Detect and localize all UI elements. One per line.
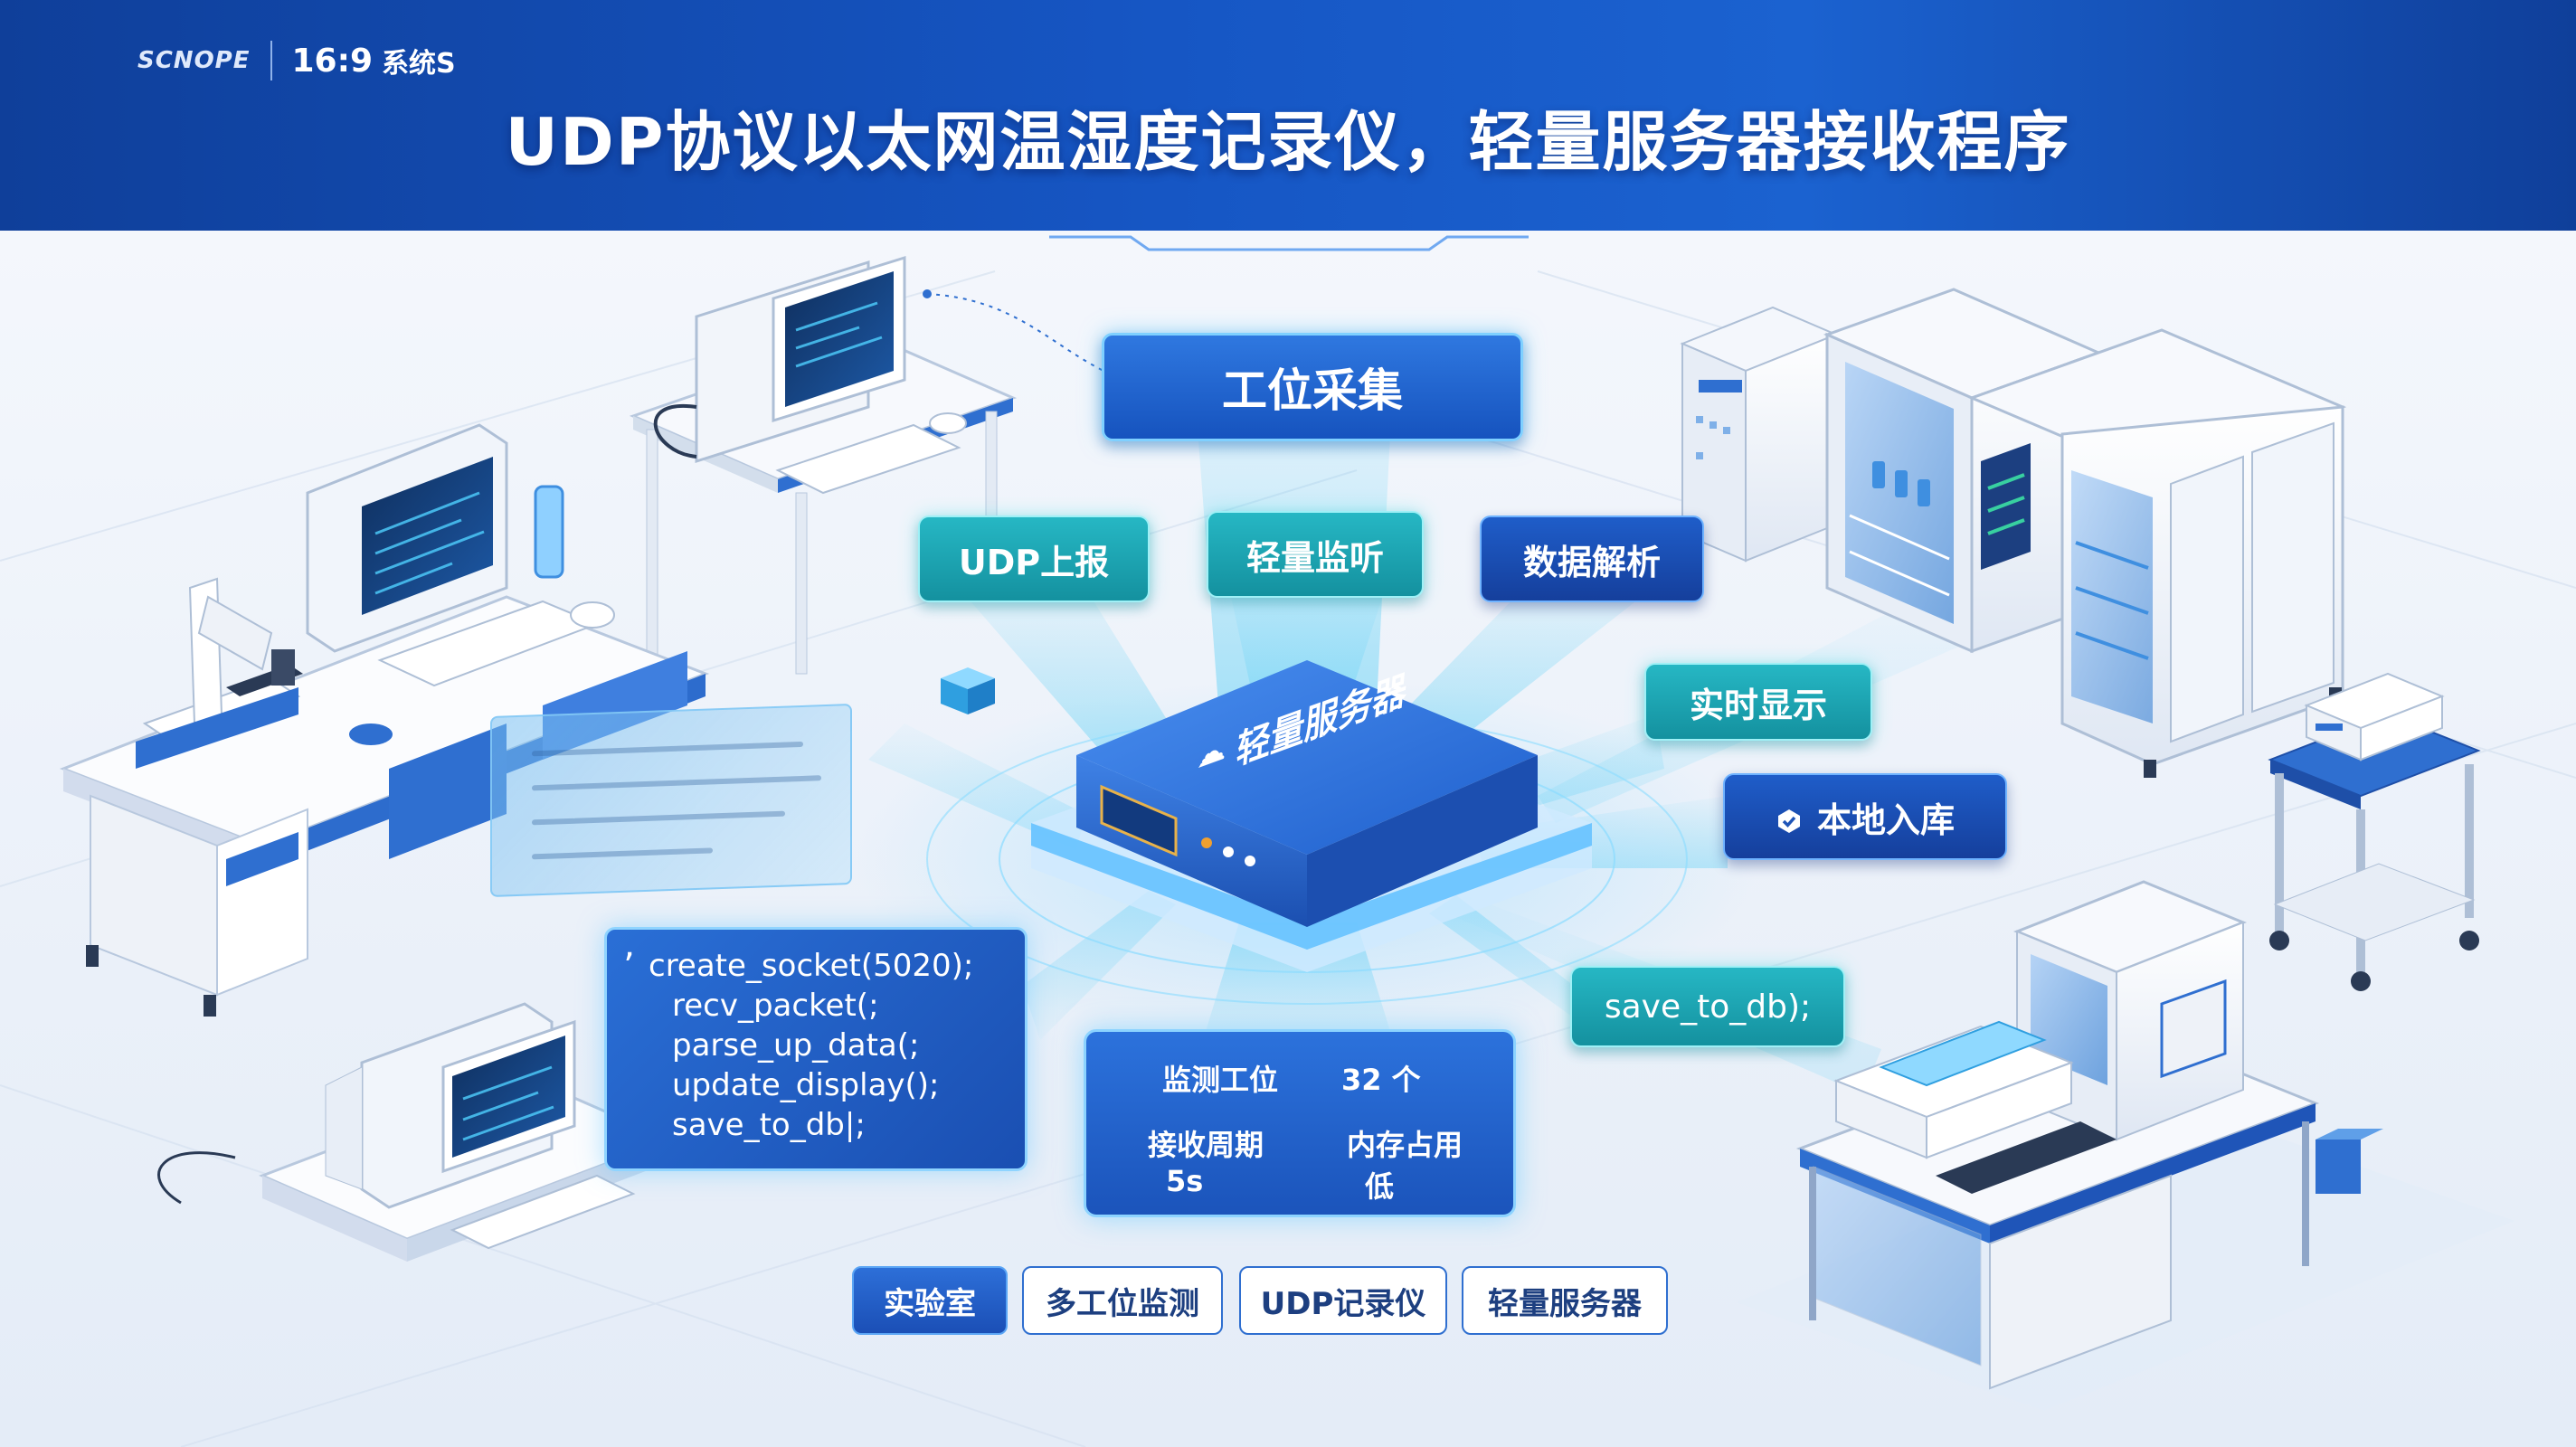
brand-mark-text: 系统S [382, 48, 456, 80]
brand-logo: SCNOPE 16:9 系统S [63, 38, 456, 83]
stat-stations-value: 32 个 [1341, 1063, 1421, 1097]
label-light-listen-text: 轻量监听 [1245, 537, 1384, 578]
label-data-parse-text: 数据解析 [1522, 542, 1661, 582]
label-udp-report-text: UDP上报 [958, 542, 1110, 582]
ghost-code-panel [490, 704, 852, 897]
ghost-line [532, 775, 821, 791]
label-light-listen: 轻量监听 [1207, 511, 1424, 598]
stat-memory-label: 内存占用 [1347, 1128, 1463, 1162]
desk-bottom-left [157, 1002, 673, 1262]
label-save-call: save_to_db); [1570, 966, 1845, 1047]
stat-memory-value: 低 [1365, 1169, 1395, 1204]
cabinets-right [1680, 288, 2347, 1153]
label-realtime-display-text: 实时显示 [1689, 685, 1827, 725]
database-check-icon [1776, 803, 1803, 833]
label-udp-report: UDP上报 [918, 515, 1150, 602]
logo-divider [270, 41, 272, 80]
code-quote-mark: ’ [623, 946, 635, 988]
header-banner [0, 0, 2576, 231]
ghost-line [532, 810, 785, 826]
code-panel: ’ create_socket(5020); recv_packet(; par… [604, 927, 1028, 1171]
code-line: save_to_db|; [672, 1107, 866, 1143]
ghost-line [532, 847, 713, 860]
code-line: update_display(); [672, 1067, 940, 1103]
label-data-parse: 数据解析 [1480, 515, 1704, 602]
code-line: parse_up_data(; [672, 1027, 920, 1064]
label-local-store-text: 本地入库 [1816, 799, 1955, 840]
label-collect-text: 工位采集 [1222, 364, 1403, 417]
code-line: recv_packet(; [672, 988, 879, 1024]
stats-panel: 监测工位 32 个 接收周期 5s 内存占用 低 [1084, 1029, 1516, 1217]
label-realtime-display: 实时显示 [1644, 663, 1872, 741]
cart-right [2268, 672, 2481, 991]
brand-name: SCNOPE [137, 47, 251, 74]
code-line: create_socket(5020); [649, 948, 974, 984]
tag-lab[interactable]: 实验室 [852, 1266, 1008, 1335]
tag-multi-station[interactable]: 多工位监测 [1022, 1266, 1223, 1335]
stat-period-value: 5s [1166, 1164, 1204, 1198]
hub-cloud-icon: ☁ [1192, 729, 1227, 777]
label-collect: 工位采集 [1102, 333, 1523, 441]
label-local-store: 本地入库 [1723, 773, 2007, 860]
tag-lab-text: 实验室 [884, 1285, 976, 1322]
tag-light-server[interactable]: 轻量服务器 [1462, 1266, 1668, 1335]
tag-udp-logger-text: UDP记录仪 [1260, 1285, 1426, 1322]
lab-bench-left [59, 423, 710, 1017]
bench-bottom-right [1737, 880, 2514, 1411]
tag-multi-station-text: 多工位监测 [1046, 1285, 1199, 1322]
label-save-call-text: save_to_db); [1604, 988, 1812, 1026]
stat-stations-label: 监测工位 [1162, 1063, 1279, 1097]
stat-period-label: 接收周期 [1148, 1128, 1264, 1162]
page-title: UDP协议以太网温湿度记录仪，轻量服务器接收程序 [505, 104, 2071, 180]
ghost-line [532, 741, 803, 757]
tag-light-server-text: 轻量服务器 [1488, 1285, 1642, 1322]
aspect-ratio-label: 16:9 [291, 42, 374, 80]
tag-udp-logger[interactable]: UDP记录仪 [1239, 1266, 1447, 1335]
hub-box [1076, 173, 1538, 927]
